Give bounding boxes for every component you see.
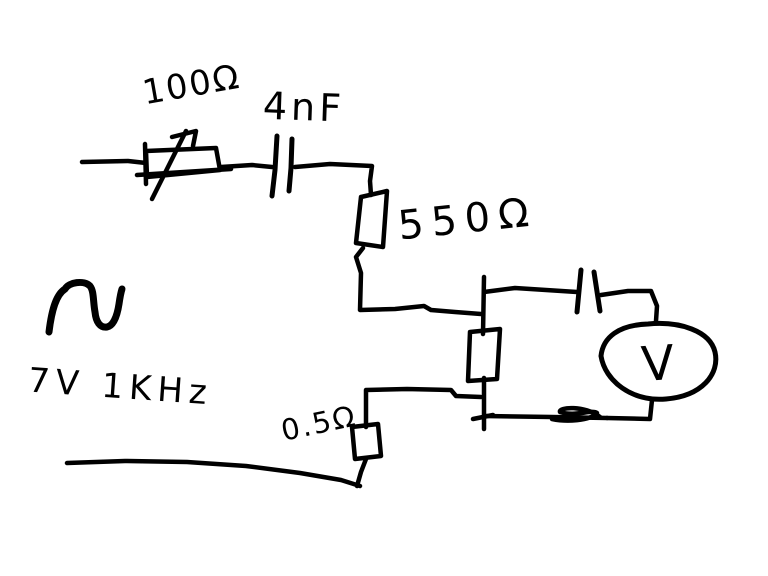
- resistor-body: [353, 188, 390, 250]
- capacitor-plate-right: [591, 269, 603, 314]
- resistor-0-5: [349, 421, 384, 462]
- variable-resistor: [134, 128, 234, 202]
- variable-arrow-icon: [149, 128, 199, 202]
- wire-r550-junction: [353, 245, 484, 317]
- voltmeter-label: V: [640, 335, 677, 393]
- variable-resistor-label: 100Ω: [139, 57, 243, 114]
- resistor-0-5-label: 0.5Ω: [278, 399, 360, 448]
- junction-cross-tick: [470, 412, 496, 422]
- wire-c1-corner: [292, 161, 375, 198]
- sine-wave-icon: [45, 278, 126, 336]
- wire-r05-bottom: [354, 456, 369, 489]
- wire-top-right: [481, 285, 580, 295]
- junction-vertical-top: [480, 274, 487, 337]
- wire-c2-meter: [598, 288, 660, 324]
- voltmeter: [598, 320, 719, 402]
- resistor-body: [349, 421, 384, 462]
- voltmeter-body: [598, 320, 719, 402]
- resistor-550: [353, 188, 390, 250]
- ac-source-symbol: [45, 278, 126, 336]
- resistor-body: [465, 326, 503, 384]
- wire-mid-left: [363, 386, 484, 430]
- capacitor-plate-left: [269, 133, 280, 199]
- resistor-bottom-edge: [134, 166, 234, 178]
- wire-squiggle: [549, 405, 603, 423]
- wire-meter-bottom: [604, 397, 655, 422]
- coupling-capacitor: [574, 267, 603, 315]
- resistor-middle: [465, 326, 503, 384]
- capacitor-plate-left: [574, 267, 584, 315]
- source-label: 7V 1KHz: [27, 361, 214, 414]
- capacitor-label: 4nF: [262, 84, 346, 131]
- wire-r1-c1: [218, 162, 275, 170]
- wire-bottom-long: [64, 458, 363, 489]
- series-capacitor: [269, 133, 295, 199]
- wire-top-left: [79, 158, 149, 166]
- capacitor-plate-right: [286, 136, 295, 194]
- wire-bottom-right: [481, 413, 610, 421]
- resistor-550-label: 550Ω: [396, 189, 539, 249]
